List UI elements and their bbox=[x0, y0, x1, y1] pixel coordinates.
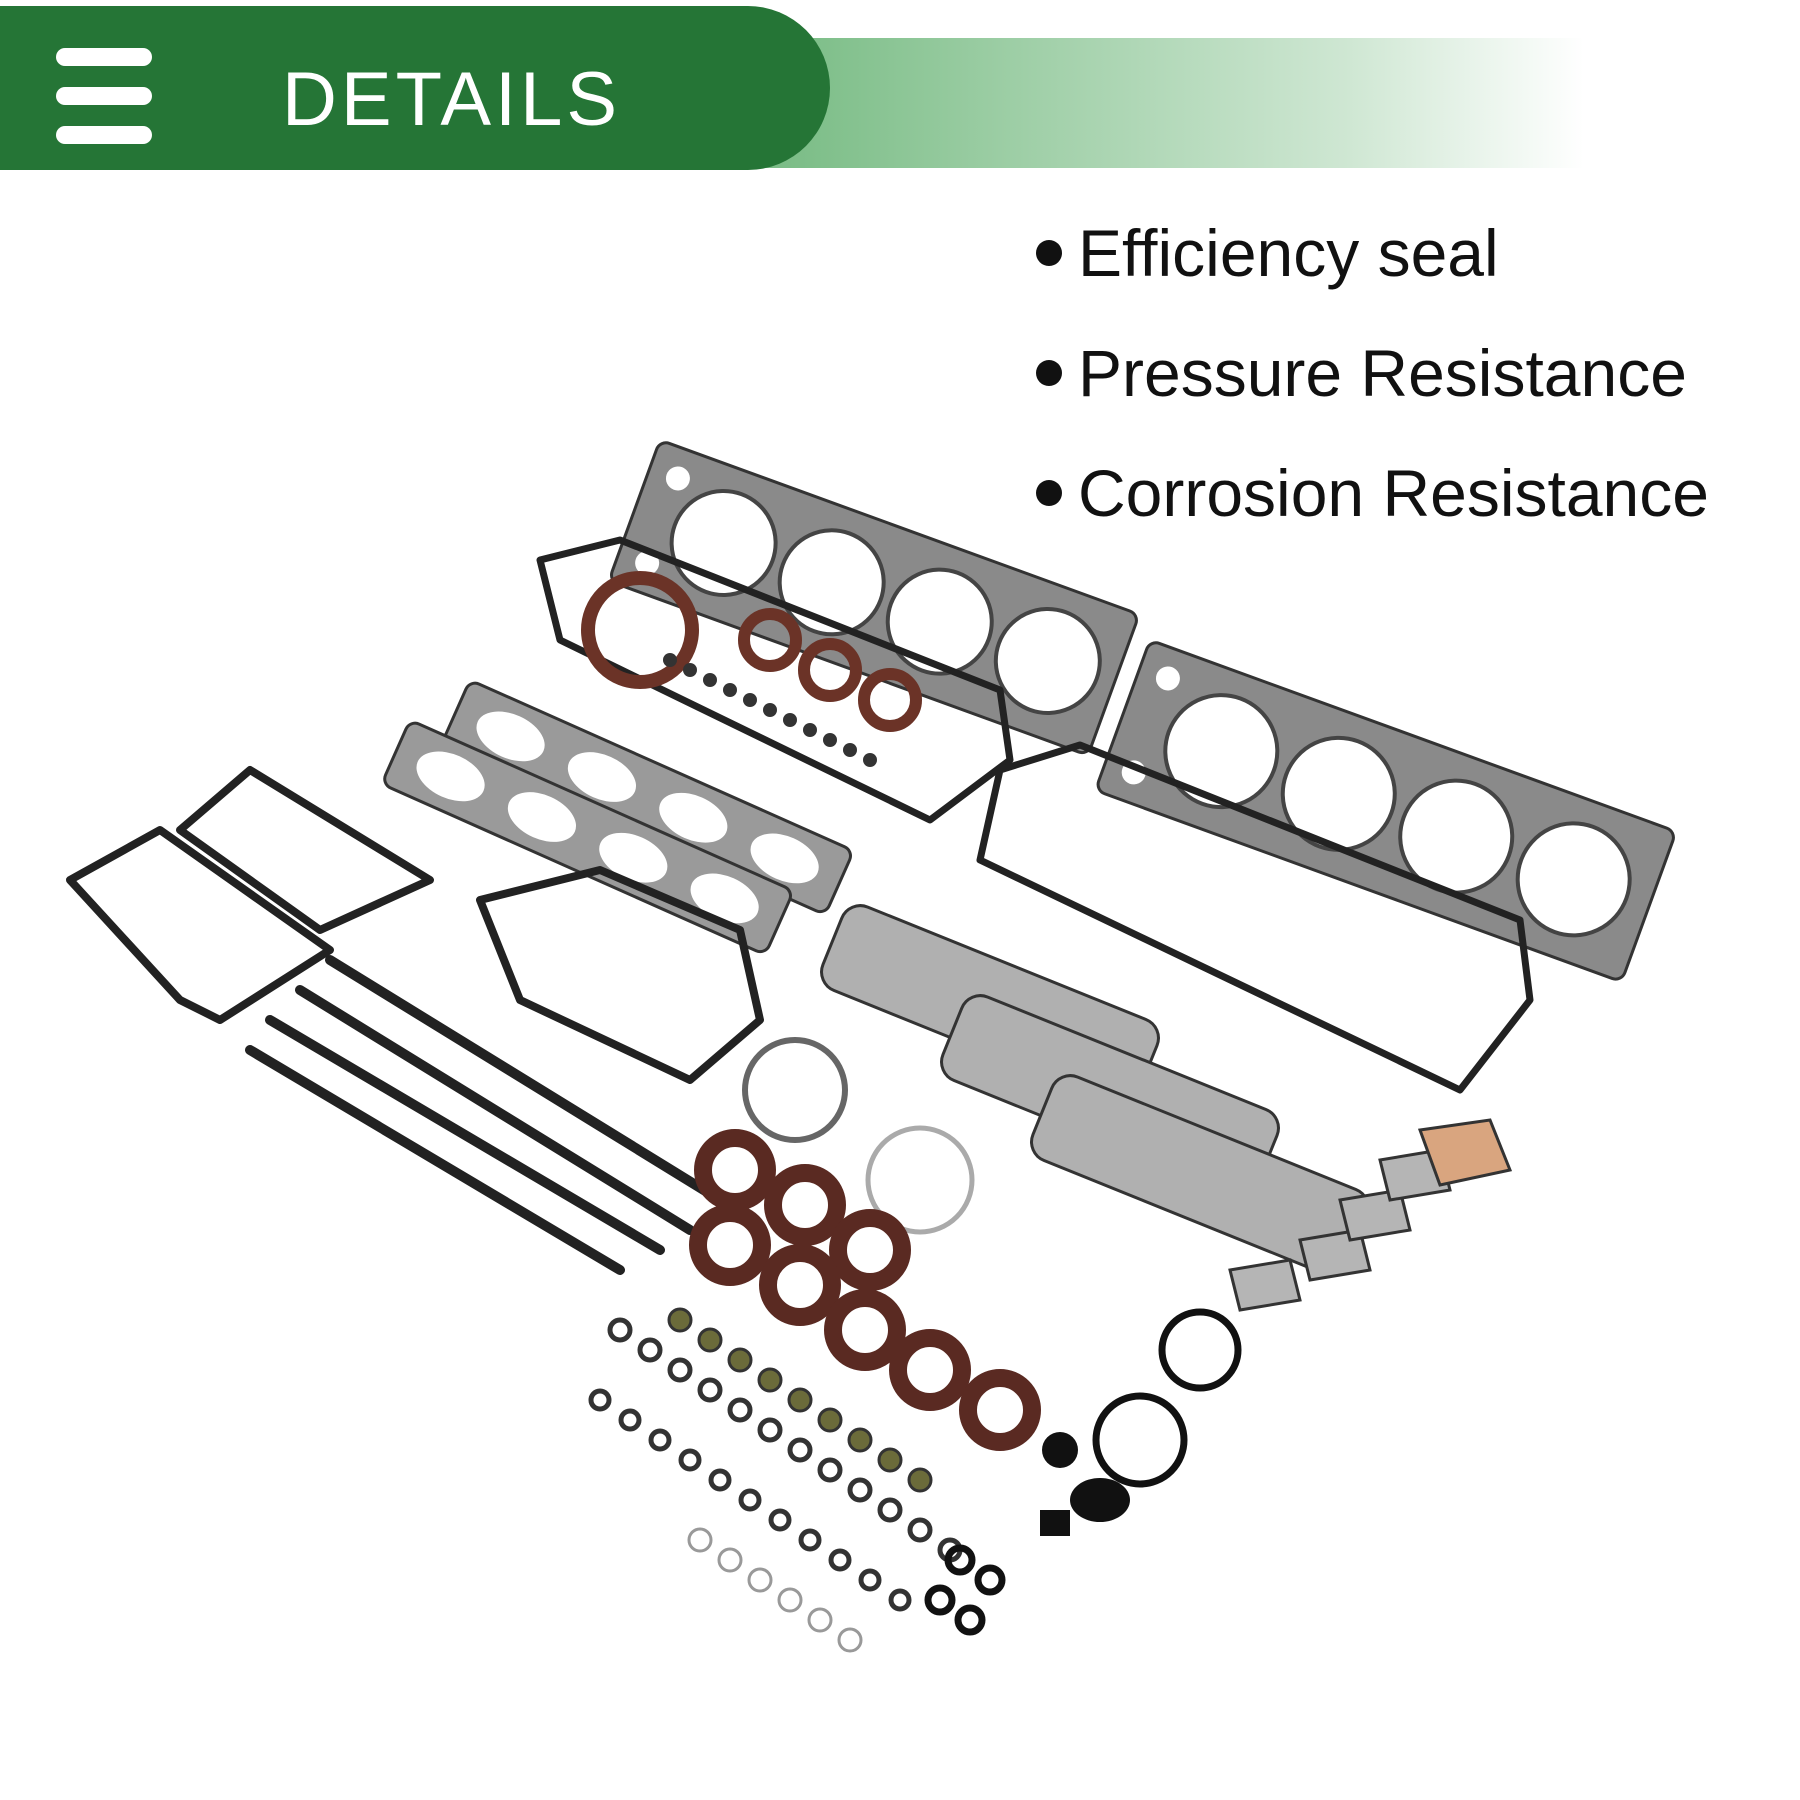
feature-label: Pressure Resistance bbox=[1078, 336, 1687, 410]
feature-label: Efficiency seal bbox=[1078, 216, 1499, 290]
oil-seal-icon bbox=[581, 571, 699, 689]
bullet-icon bbox=[1036, 360, 1062, 386]
crankshaft-seal-icon bbox=[689, 1129, 1041, 1451]
intake-manifold-gasket-icon bbox=[383, 721, 792, 954]
header-tab: DETAILS bbox=[0, 6, 830, 170]
exhaust-manifold-gasket-icon bbox=[820, 904, 1370, 1276]
head-gasket-icon bbox=[1096, 641, 1675, 981]
timing-cover-gasket-icon bbox=[66, 826, 334, 1024]
timing-cover-gasket-icon bbox=[176, 766, 434, 934]
grommet-icon bbox=[1040, 1510, 1070, 1536]
feature-item: Corrosion Resistance bbox=[1028, 448, 1709, 568]
feature-label: Corrosion Resistance bbox=[1078, 456, 1709, 530]
exhaust-ring-icon bbox=[865, 1125, 975, 1235]
timing-cover-gasket-icon bbox=[476, 866, 764, 1084]
oil-seal-icon bbox=[858, 668, 922, 732]
oil-seal-icon bbox=[798, 638, 862, 702]
feature-item: Pressure Resistance bbox=[1028, 328, 1709, 448]
feature-item: Efficiency seal bbox=[1028, 208, 1709, 328]
feature-list: Efficiency seal Pressure Resistance Corr… bbox=[1028, 208, 1709, 568]
oil-seal-icon bbox=[738, 608, 802, 672]
black-o-ring-set-icon bbox=[924, 1308, 1242, 1636]
hamburger-menu-icon[interactable] bbox=[56, 48, 152, 144]
grommet-icon bbox=[1070, 1478, 1130, 1522]
turbo-gasket-icon bbox=[1417, 1118, 1513, 1187]
valve-seal-set-icon bbox=[667, 1307, 933, 1493]
grommet-icon bbox=[1042, 1432, 1078, 1468]
o-ring-set-icon bbox=[588, 1317, 963, 1612]
valve-cover-gasket-icon bbox=[536, 536, 1014, 824]
valve-cover-gasket-icon bbox=[976, 741, 1534, 1094]
flange-gasket-icon bbox=[1228, 1148, 1452, 1312]
bullet-icon bbox=[1036, 240, 1062, 266]
valve-stem-seals-icon bbox=[663, 653, 877, 767]
bullet-icon bbox=[1036, 480, 1062, 506]
exhaust-ring-icon bbox=[742, 1037, 848, 1143]
gasket-kit-photo bbox=[66, 441, 1675, 1653]
rubber-strip-icon bbox=[245, 955, 725, 1275]
page-title: DETAILS bbox=[282, 57, 622, 142]
washer-set-icon bbox=[687, 1527, 863, 1653]
